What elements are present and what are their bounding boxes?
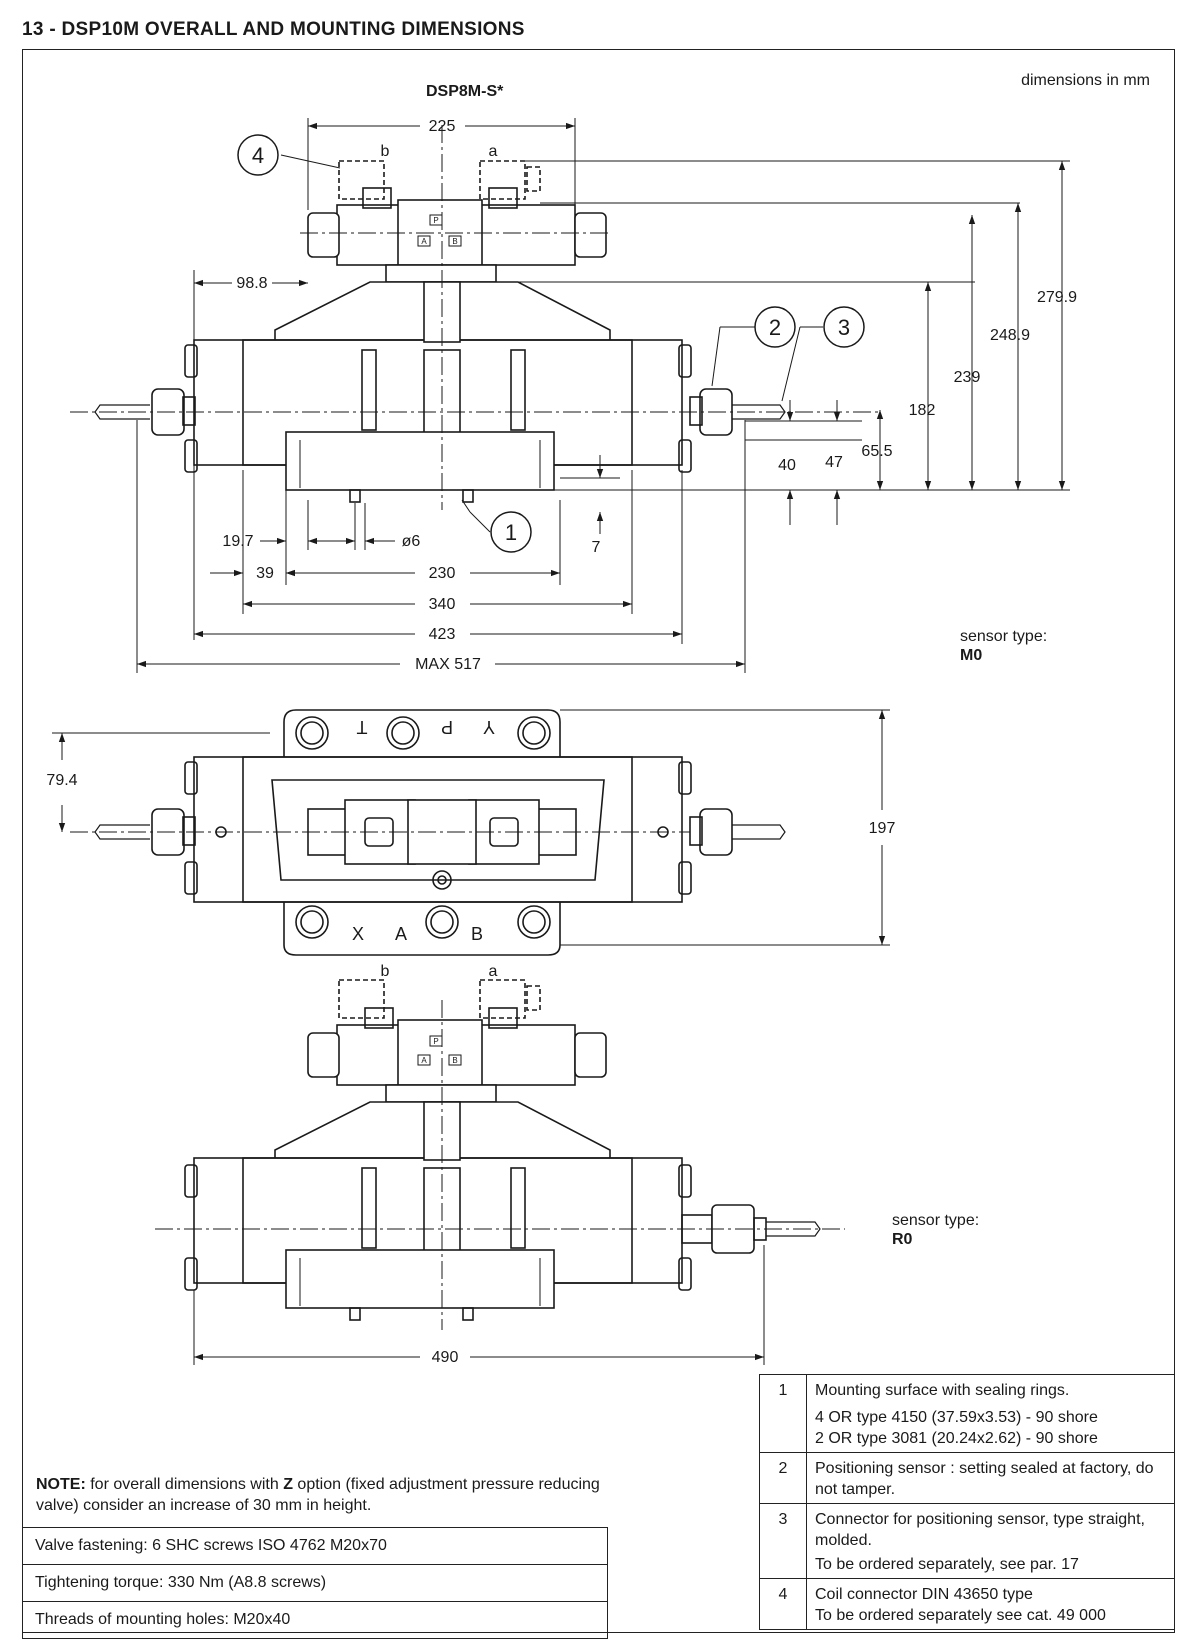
dim-max-517: MAX 517 [415, 656, 481, 673]
legend-line: Positioning sensor : setting sealed at f… [815, 1460, 1154, 1498]
callout-2-label: 2 [769, 315, 781, 340]
sensor-type-r0-caption: sensor type: [892, 1212, 980, 1229]
callout-4-label: 4 [252, 143, 264, 168]
legend-line: To be ordered separately see cat. 49 000 [815, 1607, 1106, 1624]
legend-desc: Connector for positioning sensor, type s… [806, 1503, 1175, 1579]
dimension-lines-bottom [193, 1245, 765, 1365]
dim-230: 230 [429, 565, 456, 582]
dim-279-9: 279.9 [1037, 289, 1077, 306]
dim-197: 197 [869, 820, 896, 837]
fastening-spec-table: Valve fastening: 6 SHC screws ISO 4762 M… [22, 1527, 608, 1639]
callout-1-label: 1 [505, 520, 517, 545]
table-row: 3 Connector for positioning sensor, type… [759, 1503, 1175, 1579]
note-prefix: NOTE: [36, 1476, 86, 1493]
port-p-bottom-label: P [433, 1037, 438, 1046]
dim-65-5: 65.5 [861, 443, 892, 460]
solenoid-b-label-bottom: b [381, 963, 390, 980]
callout-2 [754, 306, 796, 348]
dim-423: 423 [429, 626, 456, 643]
sensor-type-m0-caption: sensor type: [960, 628, 1048, 645]
sensor-type-r0: sensor type: R0 [892, 1211, 979, 1249]
dim-98-8: 98.8 [236, 275, 267, 292]
callout-4 [237, 134, 279, 176]
legend-line: 4 OR type 4150 (37.59x3.53) - 90 shore [815, 1409, 1098, 1426]
drawing-title: DSP8M-S* [426, 83, 504, 100]
port-x-label: X [352, 924, 364, 944]
legend-num: 1 [759, 1374, 807, 1453]
legend-line: Coil connector DIN 43650 type [815, 1586, 1033, 1603]
legend-desc: Mounting surface with sealing rings. 4 O… [806, 1374, 1175, 1453]
port-y-label: Y [483, 717, 495, 737]
callout-legend-table: 1 Mounting surface with sealing rings. 4… [759, 1374, 1175, 1630]
table-row: 2 Positioning sensor : setting sealed at… [759, 1452, 1175, 1504]
spec-mounting-threads: Threads of mounting holes: M20x40 [22, 1601, 608, 1639]
dim-47: 47 [825, 454, 843, 471]
solenoid-a-label-bottom: a [489, 963, 498, 980]
valve-front-view-m0 [94, 160, 786, 503]
legend-num: 4 [759, 1578, 807, 1630]
centerlines-top [70, 125, 880, 510]
dim-39: 39 [256, 565, 274, 582]
note-text-1: for overall dimensions with [85, 1476, 284, 1493]
page-title: 13 - DSP10M OVERALL AND MOUNTING DIMENSI… [22, 19, 525, 40]
sensor-type-r0-value: R0 [892, 1231, 913, 1248]
port-p-plan-label: P [441, 717, 453, 737]
dim-6: ø6 [402, 533, 421, 550]
z-option-note: NOTE: for overall dimensions with Z opti… [36, 1474, 606, 1516]
dim-79-4: 79.4 [46, 772, 77, 789]
dim-248-9: 248.9 [990, 327, 1030, 344]
port-t-label: T [357, 717, 368, 737]
legend-desc: Coil connector DIN 43650 type To be orde… [806, 1578, 1175, 1630]
legend-line: Connector for positioning sensor, type s… [815, 1511, 1145, 1549]
sensor-type-m0-value: M0 [960, 647, 983, 664]
port-b-bottom-label: B [452, 1056, 457, 1065]
legend-num: 2 [759, 1452, 807, 1504]
note-text-2: option (fixed adjustment pressure reduci… [36, 1476, 600, 1514]
dim-182: 182 [909, 402, 936, 419]
dimension-lines-plan [52, 709, 890, 946]
legend-line: Mounting surface with sealing rings. [815, 1382, 1070, 1399]
callout-3-label: 3 [838, 315, 850, 340]
callout-1 [490, 511, 532, 553]
legend-num: 3 [759, 1503, 807, 1579]
sensor-type-m0: sensor type: M0 [960, 627, 1047, 665]
dim-490: 490 [432, 1349, 459, 1366]
dim-7: 7 [592, 539, 601, 556]
units-note: dimensions in mm [1021, 72, 1150, 89]
dim-340: 340 [429, 596, 456, 613]
legend-desc: Positioning sensor : setting sealed at f… [806, 1452, 1175, 1504]
legend-line: 2 OR type 3081 (20.24x2.62) - 90 shore [815, 1430, 1098, 1447]
table-row: Valve fastening: 6 SHC screws ISO 4762 M… [22, 1527, 608, 1565]
valve-front-view-r0 [184, 979, 821, 1321]
table-row: Threads of mounting holes: M20x40 [22, 1601, 608, 1639]
table-row: 1 Mounting surface with sealing rings. 4… [759, 1374, 1175, 1453]
dim-19-7: 19.7 [222, 533, 253, 550]
solenoid-b-label: b [381, 143, 390, 160]
port-p-label: P [433, 216, 438, 225]
dimension-lines-top [136, 118, 1070, 673]
port-a-plan-label: A [395, 924, 407, 944]
spec-valve-fastening: Valve fastening: 6 SHC screws ISO 4762 M… [22, 1527, 608, 1565]
dim-239: 239 [954, 369, 981, 386]
table-row: Tightening torque: 330 Nm (A8.8 screws) [22, 1564, 608, 1602]
legend-line: To be ordered separately, see par. 17 [815, 1556, 1079, 1573]
table-row: 4 Coil connector DIN 43650 type To be or… [759, 1578, 1175, 1630]
port-a-label: A [421, 237, 427, 246]
port-a-bottom-label: A [421, 1056, 427, 1065]
solenoid-a-label: a [489, 143, 498, 160]
port-b-label: B [452, 237, 457, 246]
spec-tightening-torque: Tightening torque: 330 Nm (A8.8 screws) [22, 1564, 608, 1602]
dim-40: 40 [778, 457, 796, 474]
dim-225: 225 [429, 118, 456, 135]
port-b-plan-label: B [471, 924, 483, 944]
note-z: Z [283, 1476, 293, 1493]
callout-3 [823, 306, 865, 348]
